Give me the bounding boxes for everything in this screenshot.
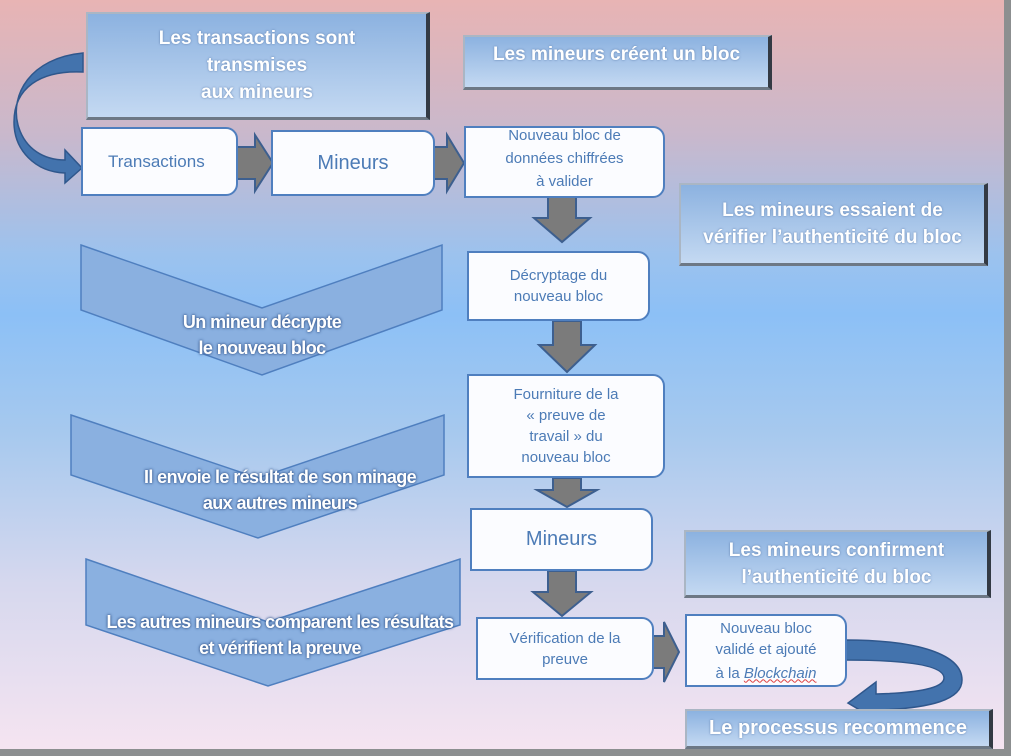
box-line: Décryptage du: [509, 267, 608, 284]
box-proof-of-work: Fourniture de la « preuve de travail » d…: [467, 374, 665, 478]
box-validated-block: Nouveau bloc validé et ajouté à la Block…: [685, 614, 847, 687]
box-miners-top: Mineurs: [271, 130, 435, 196]
box-verification: Vérification de la preuve: [476, 617, 654, 680]
banner-miners-confirm: Les mineurs confirment l’authenticité du…: [684, 530, 991, 598]
box-decrypt: Décryptage du nouveau bloc: [467, 251, 650, 321]
banner-miners-create-block: Les mineurs créent un bloc: [463, 35, 772, 90]
chevron-compare-text: Les autres mineurs comparent les résulta…: [80, 609, 480, 661]
box-new-block: Nouveau bloc de données chiffrées à vali…: [464, 126, 665, 198]
arrow-right-icon: [432, 131, 466, 195]
box-line: Fourniture de la: [513, 386, 619, 403]
banner-line: Les transactions sont: [158, 28, 356, 49]
box-line: Vérification de la: [509, 629, 621, 647]
banner-transactions-transmitted: Les transactions sont transmises aux min…: [86, 12, 430, 120]
banner-process-restarts: Le processus recommence: [685, 709, 993, 749]
box-line: nouveau bloc: [521, 449, 611, 466]
box-line: nouveau bloc: [513, 288, 604, 305]
banner-line: Les mineurs essaient de: [722, 200, 943, 221]
box-line: preuve: [542, 650, 588, 668]
chevron-send-text: Il envoie le résultat de son minage aux …: [110, 464, 450, 516]
box-line: validé et ajouté: [715, 640, 817, 658]
box-line: à valider: [536, 173, 593, 190]
chevron-decrypt-text: Un mineur décrypte le nouveau bloc: [162, 309, 362, 361]
arrow-down-icon: [530, 570, 594, 618]
banner-line: Les mineurs confirment: [728, 539, 945, 561]
box-text: Transactions: [108, 152, 205, 171]
chevron-line: et vérifient la preuve: [199, 638, 361, 658]
banner-line: aux mineurs: [201, 82, 313, 103]
chevron-compare: [85, 557, 461, 687]
box-text: Mineurs: [317, 151, 389, 174]
curved-arrow-icon: [13, 52, 84, 185]
chevron-decrypt: [80, 243, 443, 376]
box-line: Nouveau bloc: [720, 619, 812, 637]
chevron-line: Un mineur décrypte: [182, 312, 342, 332]
chevron-line: Il envoie le résultat de son minage: [143, 467, 417, 487]
banner-line: l’authenticité du bloc: [741, 566, 932, 588]
box-line: « preuve de: [526, 407, 606, 424]
banner-miners-verify: Les mineurs essaient de vérifier l’authe…: [679, 183, 988, 266]
arrow-down-icon: [536, 320, 598, 374]
chevron-line: Les autres mineurs comparent les résulta…: [106, 612, 455, 632]
box-transactions: Transactions: [81, 127, 238, 196]
box-text: Mineurs: [525, 528, 598, 550]
box-line: données chiffrées: [505, 150, 624, 167]
banner-text: Le processus recommence: [709, 717, 967, 739]
box-line: travail » du: [529, 428, 603, 445]
box-miners-bottom: Mineurs: [470, 508, 653, 571]
slide-shadow-right: [1004, 0, 1011, 756]
banner-line: transmises: [206, 55, 308, 76]
box-line: Nouveau bloc de: [508, 127, 621, 144]
arrow-down-icon: [531, 196, 593, 244]
arrow-right-icon: [236, 131, 275, 195]
arrow-down-icon: [533, 477, 601, 509]
arrow-right-icon: [652, 621, 681, 683]
banner-line: vérifier l’authenticité du bloc: [703, 227, 962, 248]
chevron-send: [70, 413, 445, 539]
banner-text: Les mineurs créent un bloc: [492, 44, 741, 65]
chevron-line: le nouveau bloc: [198, 338, 326, 358]
box-line: à la Blockchain: [716, 663, 817, 684]
slide-shadow-bottom: [0, 749, 1011, 756]
box-text-prefix: à la: [715, 664, 744, 682]
chevron-line: aux autres mineurs: [202, 493, 358, 513]
blockchain-term: Blockchain: [743, 664, 817, 682]
